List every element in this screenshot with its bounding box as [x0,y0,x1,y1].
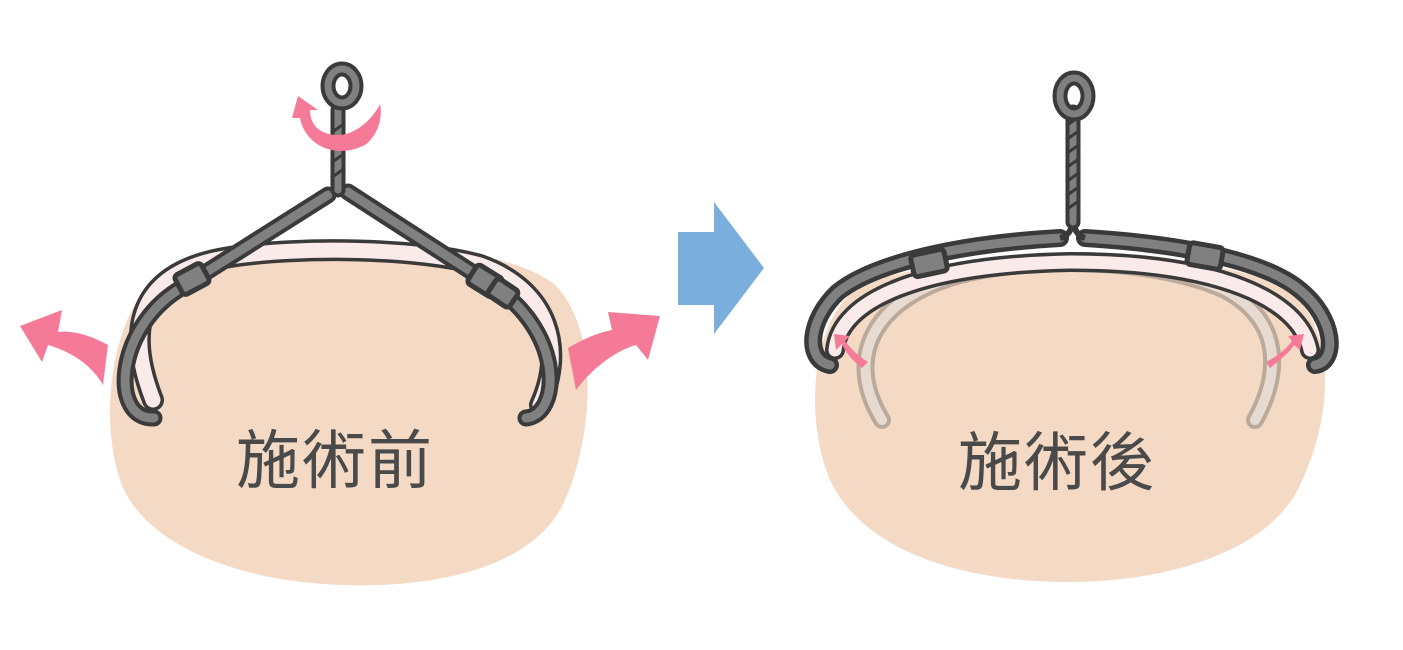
pull-arrow-right-icon [1266,334,1304,368]
before-panel [20,61,660,586]
after-panel [804,70,1339,582]
right-arrow-icon [678,202,764,334]
spread-arrow-left-icon [20,310,108,385]
before-label: 施術前 [236,425,434,499]
twist-arrow-icon [292,96,381,151]
after-label: 施術後 [958,427,1156,501]
spread-arrow-right-icon [568,312,660,390]
pull-arrow-left-icon [834,334,868,368]
before-toe [110,244,588,586]
after-toe [815,256,1326,582]
